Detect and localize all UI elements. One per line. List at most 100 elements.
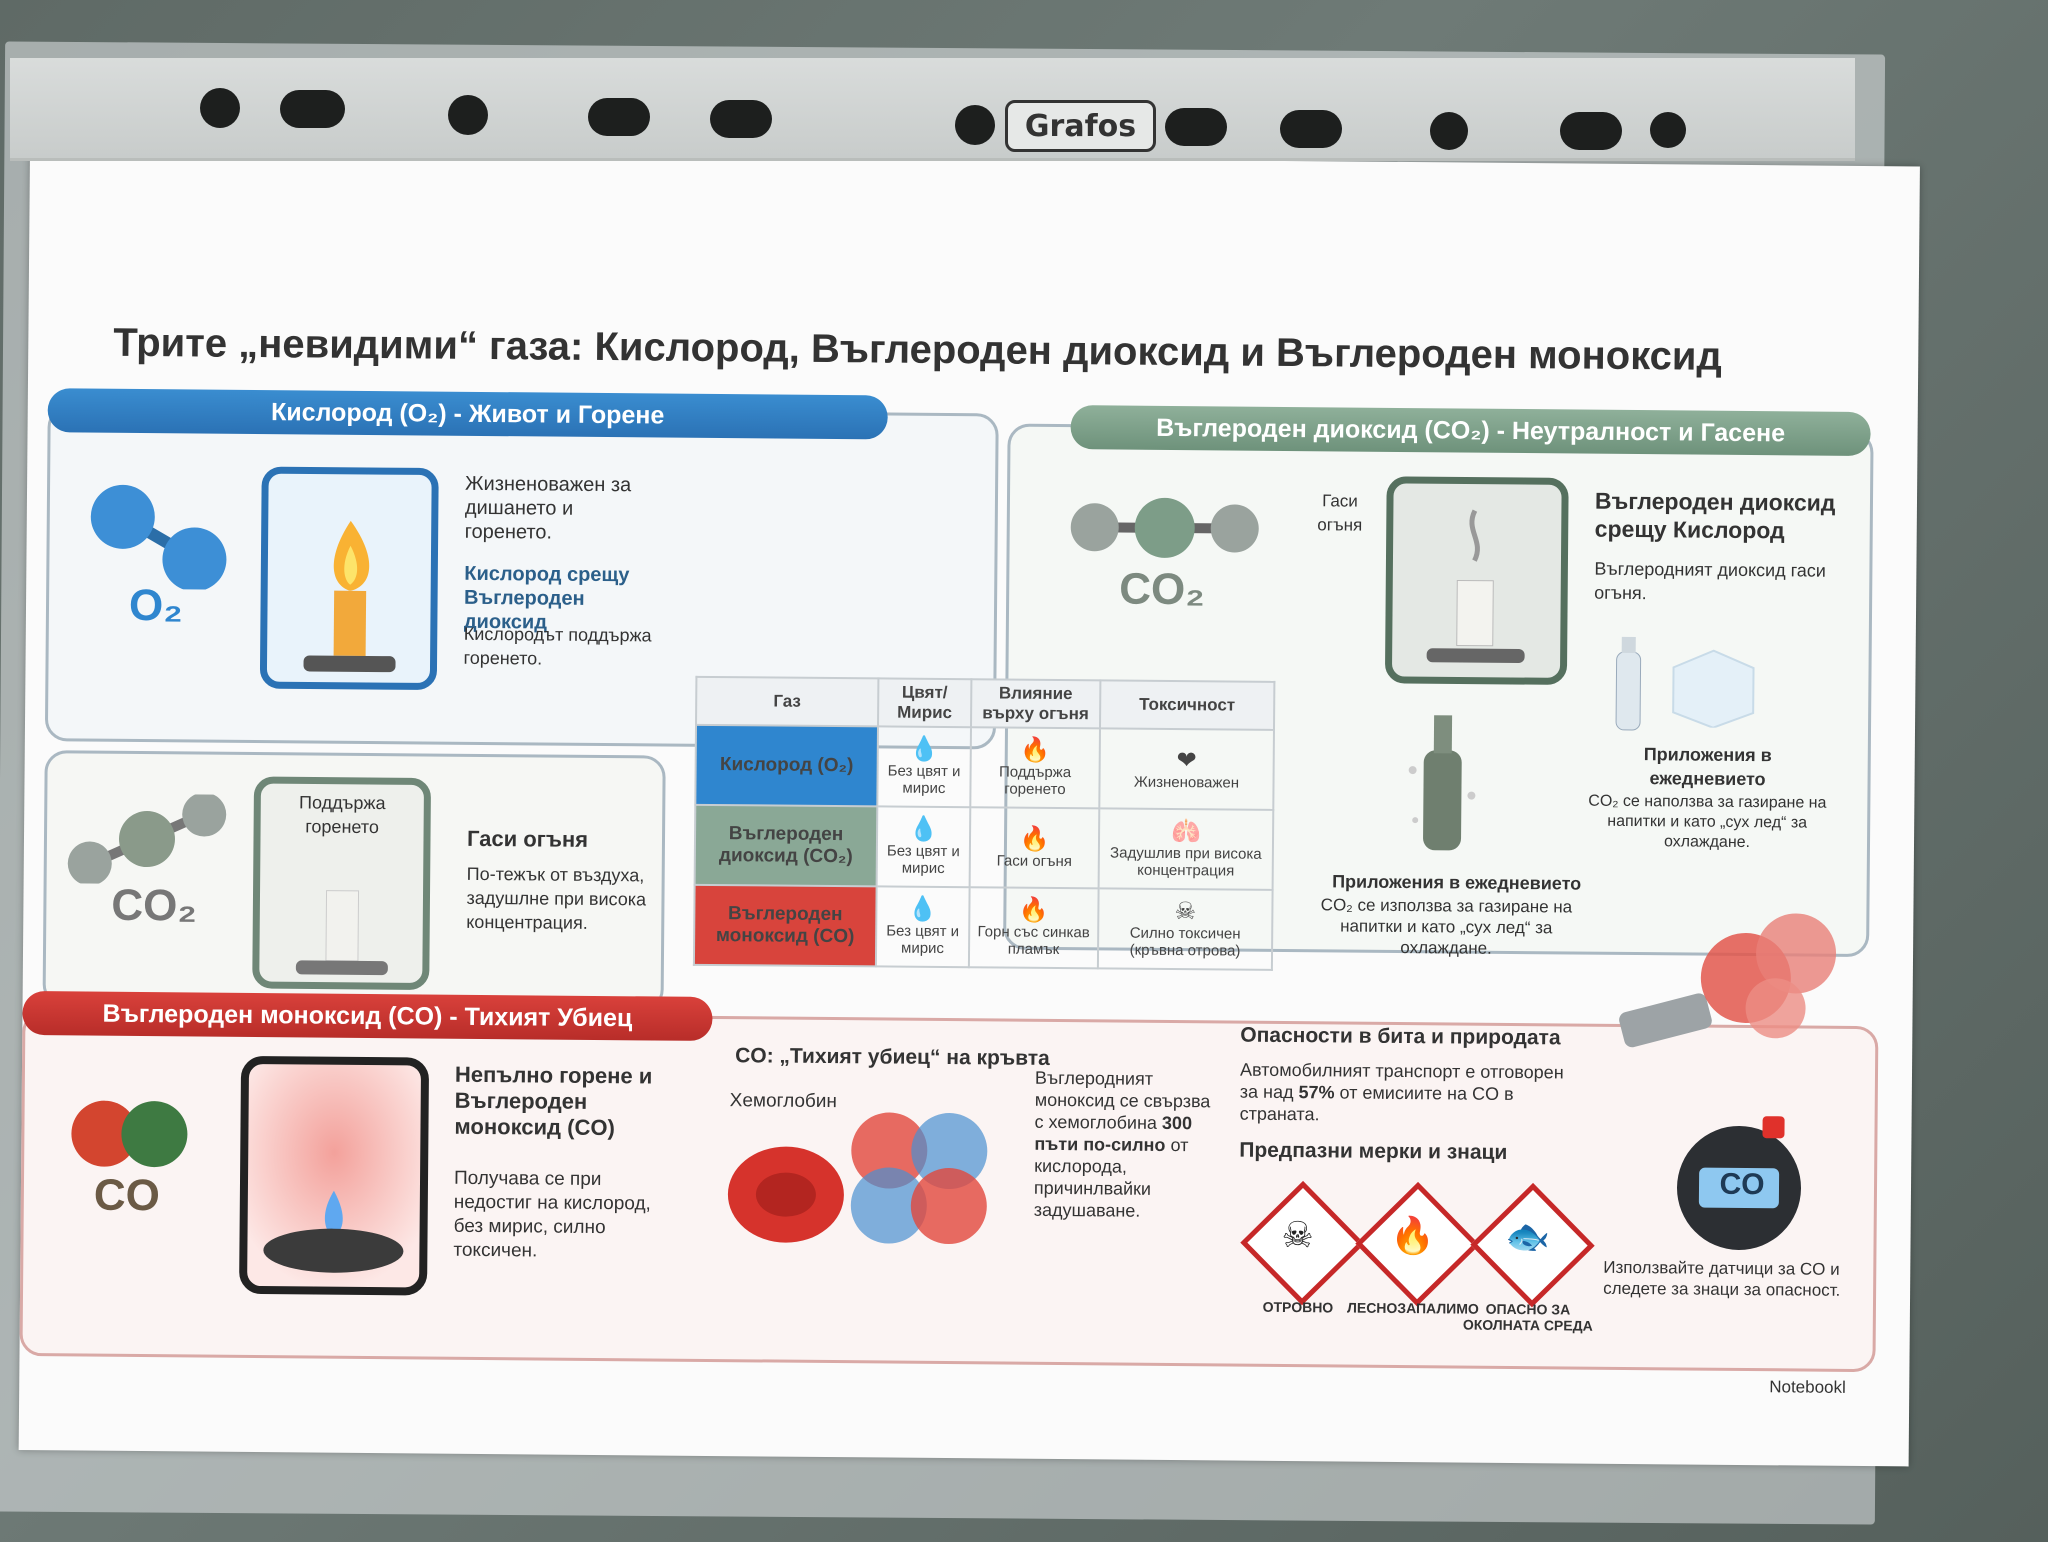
table-cell-text: Без цвят и мирис xyxy=(886,922,960,958)
detector-display: CO xyxy=(1719,1167,1765,1202)
blood-text: Въглеродният моноксид се свързва с хемог… xyxy=(1034,1067,1215,1223)
table-cell-text: Горн със синкав пламък xyxy=(977,923,1090,959)
table-row: Кислород (O₂)💧Без цвят и мирис🔥Поддържа … xyxy=(695,724,1274,810)
signs-heading: Предпазни мерки и знаци xyxy=(1239,1138,1508,1164)
flame-icon: 🔥 xyxy=(1019,825,1050,853)
co2-heading: Въглероден диоксид срещу Кислород xyxy=(1594,487,1836,544)
o2-text-2: Кислородът поддържа горенето. xyxy=(463,623,652,669)
skull-icon: ☠ xyxy=(1281,1213,1314,1256)
dry-ice-cube-icon xyxy=(1672,649,1755,729)
co-heading: Непълно горене и Въглероден моноксид (CO… xyxy=(454,1061,653,1141)
co-detector-icon xyxy=(1677,1116,1802,1250)
o2-molecule-icon xyxy=(90,484,227,590)
co2-banner: Въглероден диоксид (CO₂) - Неутралност и… xyxy=(1070,405,1871,457)
co2-app2-text: CO₂ се използва за газиране на напитки и… xyxy=(1320,895,1573,958)
table-row: Въглероден моноксид (CO)💧Без цвят и мири… xyxy=(693,884,1273,970)
table-cell: 🔥Гаси огъня xyxy=(969,807,1100,889)
co2-app2-heading: Приложения в ежедневието xyxy=(1332,871,1582,894)
hemoglobin-label: Хемоглобин xyxy=(729,1090,838,1113)
table-gas-cell: Въглероден диоксид (CO₂) xyxy=(694,804,878,887)
co-panel: Въглероден моноксид (CO) - Тихият Убиец … xyxy=(19,913,1879,1373)
lungs-icon: 🫁 xyxy=(1170,817,1202,846)
table-row: Въглероден диоксид (CO₂)💧Без цвят и мири… xyxy=(694,804,1274,890)
danger-text-bold: 57% xyxy=(1298,1082,1335,1103)
punch-hole xyxy=(1280,110,1342,148)
danger-text: Автомобилният транспорт е отговорен за н… xyxy=(1240,1059,1581,1128)
table-cell-text: Жизненоважен xyxy=(1133,773,1240,792)
dead-tree-icon: 🐟 xyxy=(1504,1215,1551,1258)
co-molecule-icon xyxy=(71,1100,188,1168)
table-cell-text: Гаси огъня xyxy=(996,851,1073,870)
o2-banner: Кислород (O₂) - Живот и Горене xyxy=(47,388,888,440)
table-cell: ☠Силно токсичен (кръвна отрова) xyxy=(1097,888,1273,970)
environment-label: ОПАСНО ЗА ОКОЛНАТА СРЕДА xyxy=(1462,1300,1593,1334)
o2-panel: Кислород (O₂) - Живот и Горене O₂ Жизнен… xyxy=(44,388,999,750)
co2-beaker-icon xyxy=(1385,476,1569,685)
blood-heading: CO: „Тихият убиец“ на кръвта xyxy=(735,1044,1050,1070)
droplet-icon: 💧 xyxy=(909,735,940,763)
table-cell: 💧Без цвят и мирис xyxy=(875,886,970,968)
table-header-cell: Газ xyxy=(696,676,879,727)
soda-bottle-icon xyxy=(1408,715,1476,851)
co2-small-formula: CO₂ xyxy=(111,880,198,931)
red-blood-cell-icon xyxy=(727,1146,844,1243)
co2-app1-heading: Приложения в ежедневието xyxy=(1643,744,1772,790)
co2-formula: CO₂ xyxy=(1118,564,1205,615)
table-cell-text: Силно токсичен (кръвна отрова) xyxy=(1129,924,1241,960)
poster-sheet: Трите „невидими“ газа: Кислород, Въглеро… xyxy=(18,150,1920,1467)
o2-text-1: Жизненоважен за дишането и горенето. xyxy=(464,472,632,544)
sleeve-brand-logo: Grafos xyxy=(1005,100,1156,152)
table-gas-cell: Въглероден моноксид (CO) xyxy=(693,884,877,967)
co2-beaker-label-2: Гаси огъня xyxy=(1317,491,1363,535)
co-banner: Въглероден моноксид (CO) - Тихият Убиец xyxy=(22,990,713,1041)
footer-brand: Notebookl xyxy=(1769,1377,1846,1397)
punch-hole xyxy=(1650,112,1686,148)
extinguished-candle-beaker-icon xyxy=(252,776,431,990)
table-cell: 🔥Поддържа горенето xyxy=(970,727,1100,809)
co2-molecule-large-icon xyxy=(1070,497,1259,558)
table-header-cell: Влияние върху огъня xyxy=(970,679,1101,729)
table-cell: ❤Жизненоважен xyxy=(1099,728,1274,810)
punch-hole xyxy=(588,98,650,136)
table-cell: 💧Без цвят и мирис xyxy=(876,806,971,888)
punch-hole xyxy=(1165,108,1227,146)
co2-small-text: По-тежък от въздуха, задушлне при висока… xyxy=(466,863,647,933)
water-bottle-icon xyxy=(1615,636,1642,731)
o2-formula: O₂ xyxy=(128,580,184,631)
table-header-cell: Токсичност xyxy=(1099,680,1275,730)
table-cell: 🔥Горн със синкав пламък xyxy=(968,887,1099,969)
co2-molecule-icon xyxy=(67,793,227,885)
table-cell: 🫁Задушлив при висока концентрация xyxy=(1098,808,1274,890)
co2-panel: Въглероден диоксид (CO₂) - Неутралност и… xyxy=(1003,405,1874,958)
table-cell-text: Без цвят и мирис xyxy=(887,762,961,798)
punch-hole xyxy=(710,100,772,138)
table-cell-text: Без цвят и мирис xyxy=(886,842,960,878)
danger-heading: Опасности в бита и природата xyxy=(1240,1023,1561,1050)
punch-hole xyxy=(1430,112,1468,150)
candle-beaker-icon xyxy=(259,466,439,690)
co2-text: Въглеродният диоксид гаси огъня. xyxy=(1594,558,1826,604)
co-formula: CO xyxy=(93,1170,161,1221)
toxic-label: ОТРОВНО xyxy=(1262,1298,1334,1316)
table-gas-cell: Кислород (O₂) xyxy=(695,724,878,807)
co2-app1-text: CO₂ се наползва за газиране на напитки и… xyxy=(1588,792,1827,852)
table-cell-text: Поддържа горенето xyxy=(998,763,1072,799)
poster-title: Трите „невидими“ газа: Кислород, Въглеро… xyxy=(113,320,1723,379)
exhaust-pipe-smoke-icon xyxy=(1619,913,1837,1048)
skull-icon: ☠ xyxy=(1174,898,1197,926)
table-cell-text: Задушлив при висока концентрация xyxy=(1110,844,1262,880)
droplet-icon: 💧 xyxy=(907,895,938,923)
punch-hole xyxy=(200,88,240,128)
blue-flame-icon: 🔥 xyxy=(1018,896,1049,924)
heart-icon: ❤ xyxy=(1176,746,1197,774)
table-cell: 💧Без цвят и мирис xyxy=(877,726,971,808)
hemoglobin-molecule-icon xyxy=(850,1112,988,1245)
droplet-icon: 💧 xyxy=(908,815,939,843)
punch-hole xyxy=(448,95,488,135)
incomplete-combustion-beaker-icon xyxy=(239,1056,429,1296)
detector-text: Използвайте датчици за CO и следете за з… xyxy=(1603,1257,1841,1300)
flame-icon: 🔥 xyxy=(1020,736,1051,764)
co2-beaker-label: Поддържа горенето xyxy=(298,792,386,838)
table-header-cell: Цвят/Мирис xyxy=(877,678,972,728)
